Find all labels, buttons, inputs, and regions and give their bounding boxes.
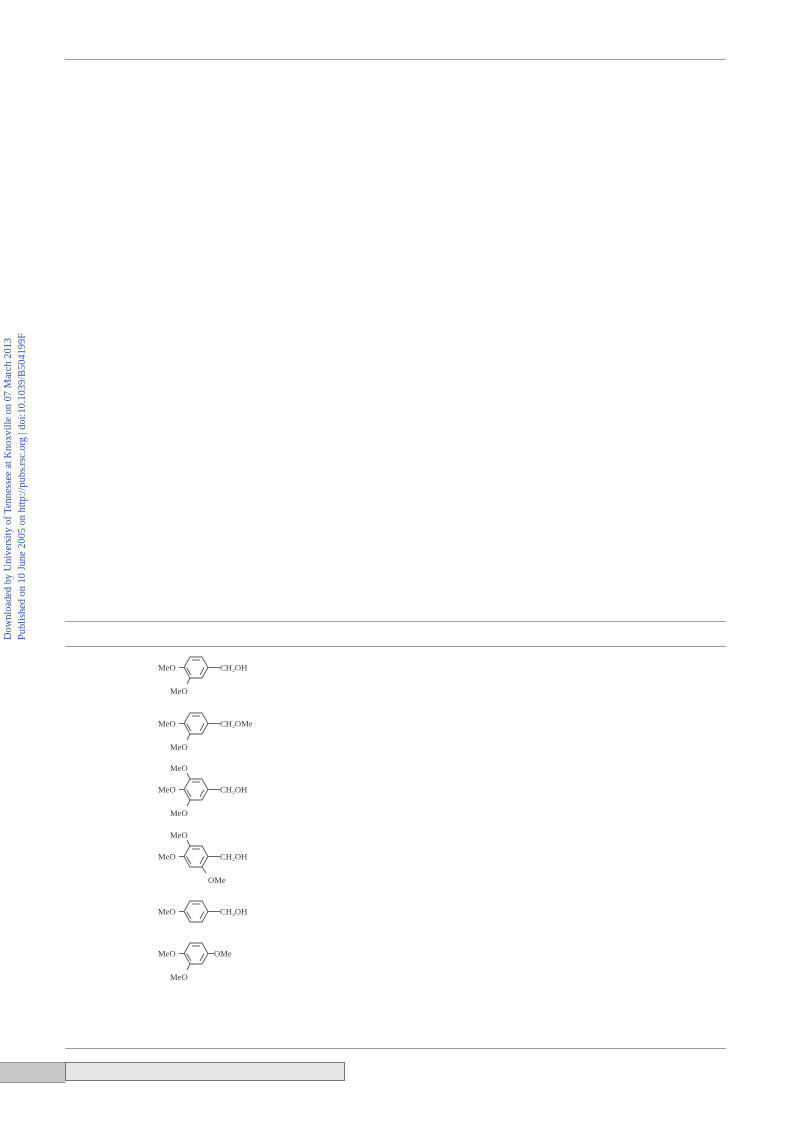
substituent-bottom: MeO — [170, 742, 188, 752]
structure-4: MeO MeO OMe CH₂OH — [150, 829, 280, 889]
download-info-text: Downloaded by University of Tennessee at… — [3, 337, 14, 640]
substituent-left: MeO — [158, 907, 176, 917]
structure-5: MeO CH₂OH — [150, 899, 280, 929]
publication-info-text: Published on 10 June 2005 on http://pubs… — [17, 333, 28, 640]
bottom-rule — [65, 1048, 726, 1049]
substituent-bottom: MeO — [170, 808, 188, 818]
footer-page-tab — [0, 1062, 65, 1083]
substituent-left: MeO — [158, 949, 176, 959]
structure-3: MeO MeO MeO CH₂OH — [150, 762, 280, 822]
structure-1: MeO MeO CH₂OH — [150, 652, 280, 698]
substituent-right: CH₂OH — [220, 785, 247, 795]
substituent-left: MeO — [158, 719, 176, 729]
top-rule — [65, 59, 726, 60]
substituent-bottom: MeO — [170, 686, 188, 696]
substituent-bottom: OMe — [208, 875, 226, 885]
substituent-right: CH₂OH — [220, 663, 247, 673]
table-rule-top — [65, 621, 726, 622]
substituent-left: MeO — [158, 852, 176, 862]
structure-6: MeO MeO OMe — [150, 939, 280, 985]
substituent-top: MeO — [170, 830, 188, 840]
table-rule-header — [65, 646, 726, 647]
substituent-right: CH₂OH — [220, 907, 247, 917]
structure-2: MeO MeO CH₂OMe — [150, 708, 280, 754]
substituent-right: CH₂OH — [220, 852, 247, 862]
substituent-top: MeO — [170, 763, 188, 773]
footer-journal-bar — [65, 1062, 345, 1081]
substituent-right: CH₂OMe — [220, 719, 253, 729]
substituent-right: OMe — [214, 949, 232, 959]
substituent-left: MeO — [158, 785, 176, 795]
substituent-bottom: MeO — [170, 972, 188, 982]
substituent-left: MeO — [158, 663, 176, 673]
